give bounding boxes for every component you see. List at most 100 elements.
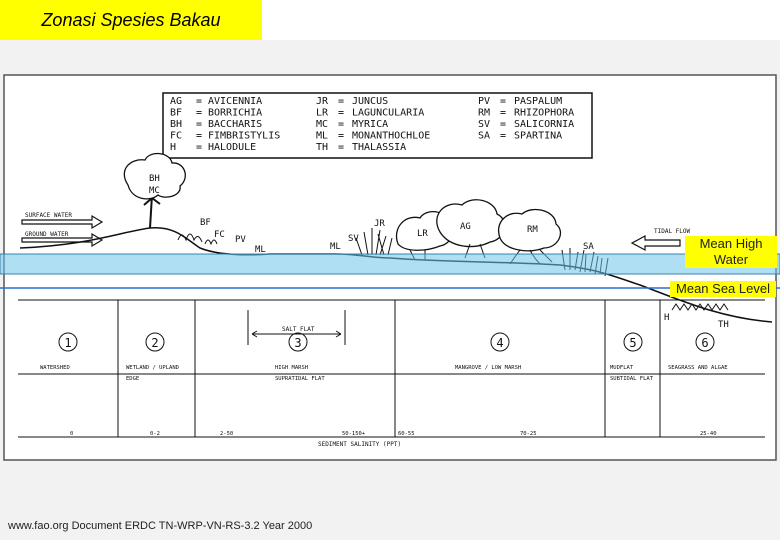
legend-entry-code: BH [170, 119, 182, 130]
species-label-ml-1: ML [255, 245, 266, 255]
zone-subtitle: EDGE [126, 376, 139, 382]
zone-vertical-lines [117, 300, 661, 437]
legend-entry-code: BF [170, 108, 182, 119]
legend-entry-code: LR [316, 108, 329, 119]
zone-number-circle [288, 332, 308, 352]
legend-entry-equals: = [500, 131, 506, 142]
legend-entry-equals: = [338, 108, 344, 119]
legend-entry-name: THALASSIA [352, 142, 406, 153]
bh-mc-tree-canopy [123, 152, 186, 200]
zone-name: WETLAND / UPLAND [126, 365, 179, 371]
zone-number-circle [623, 332, 643, 352]
mean-high-water-tag: Mean High Water [685, 236, 777, 268]
legend-entry-name: BORRICHIA [208, 108, 262, 119]
legend-entry-code: H [170, 142, 176, 153]
zone-name: SEAGRASS AND ALGAE [668, 365, 728, 371]
legend-entry-equals: = [196, 142, 202, 153]
zone-salinity-value: 70-25 [520, 431, 537, 437]
zone-name: HIGH MARSH [275, 365, 308, 371]
salt-flat-label: SALT FLAT [282, 326, 315, 333]
mean-high-water-text: Mean High Water [699, 236, 763, 267]
legend-entry-name: LAGUNCULARIA [352, 108, 424, 119]
legend-entry-code: TH [316, 142, 328, 153]
zone-number: 2 [151, 336, 158, 350]
zone-number: 6 [701, 336, 708, 350]
jr-rushes [355, 228, 393, 256]
zone-number: 1 [64, 336, 71, 350]
rm-tree-canopy [497, 208, 561, 252]
legend-entry-equals: = [338, 96, 344, 107]
zone-number-circle [695, 332, 715, 352]
species-label-sa: SA [583, 242, 594, 252]
legend-entry-name: RHIZOPHORA [514, 108, 574, 119]
species-label-fc: FC [214, 230, 225, 240]
legend-entry-equals: = [500, 96, 506, 107]
salinity-axis-label: SEDIMENT SALINITY (PPT) [318, 441, 401, 448]
tidal-flow-label: TIDAL FLOW [654, 228, 691, 235]
legend-entry-code: AG [170, 96, 182, 107]
zone-name: MANGROVE / LOW MARSH [455, 365, 521, 371]
zone-number: 3 [294, 336, 301, 350]
legend-entry-name: SPARTINA [514, 131, 562, 142]
species-label-mc: MC [149, 186, 160, 196]
zone-number-circle [145, 332, 165, 352]
salt-flat-dimension [247, 310, 346, 345]
legend-entry-equals: = [338, 131, 344, 142]
zone-number: 4 [496, 336, 503, 350]
zone-number-circle [490, 332, 510, 352]
legend-entry-code: MC [316, 119, 328, 130]
legend-entry-name: JUNCUS [352, 96, 388, 107]
legend-entry-code: JR [316, 96, 329, 107]
legend-entry-name: MYRICA [352, 119, 388, 130]
species-label-jr: JR [374, 219, 385, 229]
zone-salinity-value: 25-40 [700, 431, 717, 437]
zone-salinity-value: 0-2 [150, 431, 160, 437]
legend-entry-name: MONANTHOCHLOE [352, 131, 430, 142]
legend-entry-equals: = [196, 96, 202, 107]
zone-number: 5 [629, 336, 636, 350]
mean-sea-level-tag: Mean Sea Level [670, 281, 776, 297]
species-label-pv: PV [235, 235, 246, 245]
legend-entry-code: RM [478, 108, 490, 119]
legend-entry-equals: = [338, 142, 344, 153]
legend-entry-code: PV [478, 96, 490, 107]
legend-entry-code: SV [478, 119, 490, 130]
legend-entry-equals: = [338, 119, 344, 130]
mean-sea-level-text: Mean Sea Level [676, 281, 770, 296]
legend-entry-equals: = [196, 119, 202, 130]
legend-entry-name: PASPALUM [514, 96, 562, 107]
legend-entry-name: FIMBRISTYLIS [208, 131, 280, 142]
surface-water-label: SURFACE WATER [25, 212, 72, 219]
species-label-rm: RM [527, 225, 538, 235]
slide-title: Zonasi Spesies Bakau [41, 9, 221, 30]
legend-entry-code: FC [170, 131, 182, 142]
zone-subtitle: SUPRATIDAL FLAT [275, 376, 325, 382]
legend-entry-code: ML [316, 131, 328, 142]
legend-entry-equals: = [196, 131, 202, 142]
legend-box [162, 92, 593, 159]
species-label-ag: AG [460, 222, 471, 232]
th-seagrass [671, 303, 729, 311]
species-label-lr: LR [417, 229, 428, 239]
legend-entry-equals: = [196, 108, 202, 119]
source-footer: www.fao.org Document ERDC TN-WRP-VN-RS-3… [8, 520, 313, 532]
species-legend: AG=AVICENNIABF=BORRICHIABH=BACCHARISFC=F… [170, 96, 574, 153]
zone-name: WATERSHED [40, 365, 70, 371]
zone-salinity-value: 60-55 [398, 431, 415, 437]
legend-entry-equals: = [500, 108, 506, 119]
legend-entry-code: SA [478, 131, 490, 142]
ground-water-label: GROUND WATER [25, 231, 69, 238]
legend-entry-name: SALICORNIA [514, 119, 574, 130]
bf-fc-shrubs [177, 233, 218, 246]
zone-salinity-value: 2-50 [220, 431, 233, 437]
zone-subtitle: SUBTIDAL FLAT [610, 376, 654, 382]
water-arrows [21, 214, 681, 252]
slide-title-box: Zonasi Spesies Bakau [0, 0, 262, 40]
legend-entry-name: AVICENNIA [208, 96, 262, 107]
species-label-bh: BH [149, 174, 160, 184]
species-label-h: H [664, 313, 669, 323]
zone-salinity-value: 50-150+ [342, 431, 366, 437]
mean-high-water-band [0, 253, 780, 275]
